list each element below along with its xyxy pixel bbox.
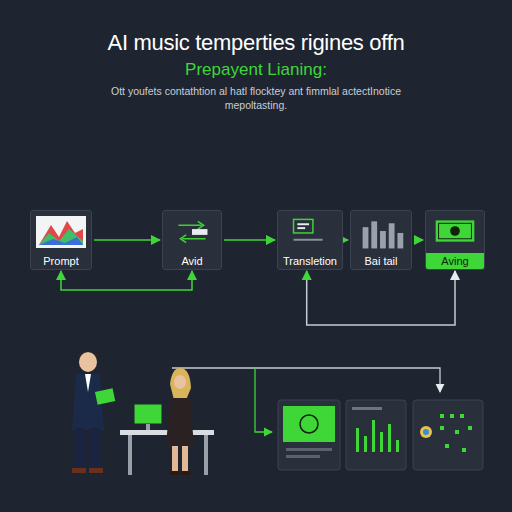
title: AI music temperties rigines offn xyxy=(20,30,492,56)
money-icon xyxy=(426,211,484,253)
screen-icon xyxy=(278,211,342,253)
process-box: Aving xyxy=(425,210,485,270)
connector-arrow xyxy=(307,271,455,325)
subtitle: Prepayent Lianing: xyxy=(40,60,472,80)
connector-arrow xyxy=(345,239,348,241)
node-label: Aving xyxy=(426,253,484,269)
connector-arrow xyxy=(224,239,275,241)
connector-arrow xyxy=(61,271,192,290)
description: Ott youfets contathtion al hatl flocktey… xyxy=(86,84,426,112)
process-box: Bai tail xyxy=(350,210,412,270)
connector-arrow xyxy=(414,239,423,241)
node-label: Avid xyxy=(163,253,221,269)
arrows-icon xyxy=(163,211,221,253)
process-box: Avid xyxy=(162,210,222,270)
node-label: Bai tail xyxy=(351,253,411,269)
process-box: Transletion xyxy=(277,210,343,270)
chart-icon xyxy=(31,211,91,253)
node-label: Transletion xyxy=(278,253,342,269)
node-label: Prompt xyxy=(31,253,91,269)
bars-icon xyxy=(351,211,411,253)
connector-arrow xyxy=(94,239,160,241)
process-box: Prompt xyxy=(30,210,92,270)
